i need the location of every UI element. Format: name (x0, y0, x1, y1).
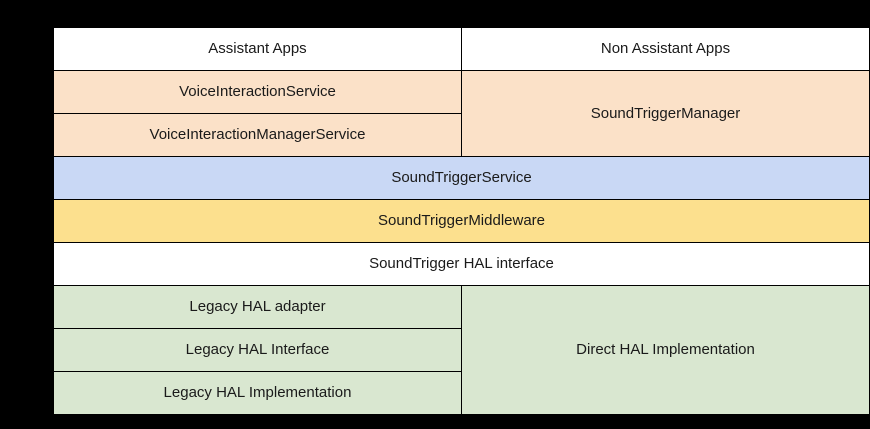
cell-assistant-apps: Assistant Apps (53, 27, 462, 71)
cell-direct-hal-implementation: Direct HAL Implementation (461, 285, 870, 415)
cell-legacy-hal-interface: Legacy HAL Interface (53, 328, 462, 372)
diagram-row-hal-interface: SoundTrigger HAL interface (53, 242, 870, 286)
cell-non-assistant-apps: Non Assistant Apps (461, 27, 870, 71)
diagram-row-hal-1: Legacy HAL adapter Direct HAL Implementa… (53, 285, 870, 415)
diagram-row-middleware: SoundTriggerMiddleware (53, 199, 870, 243)
soundtrigger-architecture-diagram: Assistant Apps Non Assistant Apps VoiceI… (53, 27, 870, 415)
cell-legacy-hal-implementation: Legacy HAL Implementation (53, 371, 462, 415)
diagram-row-hal-2: Legacy HAL Interface (53, 328, 870, 372)
cell-sound-trigger-manager: SoundTriggerManager (461, 70, 870, 157)
cell-sound-trigger-middleware: SoundTriggerMiddleware (53, 199, 870, 243)
cell-voice-interaction-manager-service: VoiceInteractionManagerService (53, 113, 462, 157)
diagram-row-hal-3: Legacy HAL Implementation (53, 371, 870, 415)
cell-sound-trigger-hal-interface: SoundTrigger HAL interface (53, 242, 870, 286)
cell-legacy-hal-adapter: Legacy HAL adapter (53, 285, 462, 329)
architecture-table: Assistant Apps Non Assistant Apps VoiceI… (53, 27, 870, 415)
cell-voice-interaction-service: VoiceInteractionService (53, 70, 462, 114)
diagram-row-service: SoundTriggerService (53, 156, 870, 200)
cell-sound-trigger-service: SoundTriggerService (53, 156, 870, 200)
diagram-row-framework-2: VoiceInteractionManagerService (53, 113, 870, 157)
diagram-row-framework-1: VoiceInteractionService SoundTriggerMana… (53, 70, 870, 157)
diagram-row-header: Assistant Apps Non Assistant Apps (53, 27, 870, 71)
